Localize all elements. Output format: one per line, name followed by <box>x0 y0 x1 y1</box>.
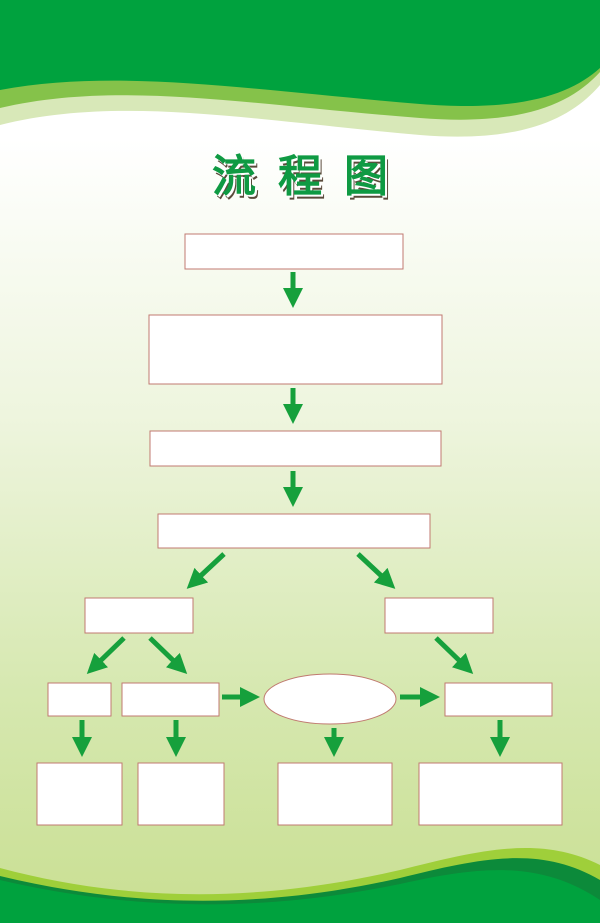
flow-box-bottom-1 <box>36 762 123 826</box>
flow-box-bottom-2 <box>137 762 225 826</box>
arrow-diagonal-icon <box>186 552 226 589</box>
arrow-diagonal-icon <box>148 636 188 674</box>
top-wave <box>0 0 600 137</box>
arrow-diagonal-icon <box>86 636 126 674</box>
arrow-diagonal-icon <box>356 552 396 589</box>
flow-box-3 <box>149 430 442 467</box>
page-title: 流程图 <box>212 151 410 202</box>
flow-box-bottom-4 <box>418 762 563 826</box>
flow-box-sub-4 <box>444 682 553 717</box>
flow-box-2 <box>148 314 443 385</box>
flow-decision-ellipse <box>263 673 397 725</box>
flow-box-sub-2 <box>121 682 220 717</box>
flow-box-bottom-3 <box>277 762 393 826</box>
arrow-diagonal-icon <box>434 636 474 674</box>
flow-box-right-branch <box>384 597 494 634</box>
flow-box-1 <box>184 233 404 270</box>
flow-box-sub-1 <box>47 682 112 717</box>
flow-box-4 <box>157 513 431 549</box>
bottom-wave <box>0 848 600 923</box>
flow-box-left-branch <box>84 597 194 634</box>
